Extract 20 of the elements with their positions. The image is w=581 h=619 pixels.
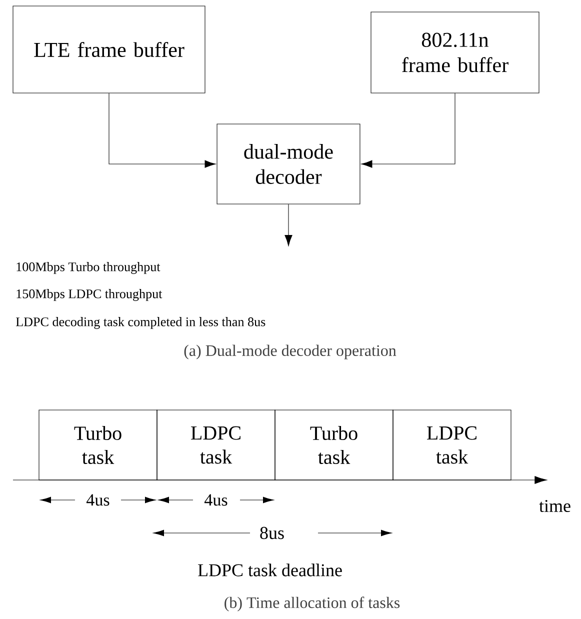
duration-label: 8us <box>260 526 284 540</box>
buffer-box: 802.11n frame buffer <box>370 12 540 94</box>
duration-label: 4us <box>86 494 110 506</box>
deadline-label: LDPC task deadline <box>198 564 342 576</box>
arrow <box>284 204 292 246</box>
arrow <box>361 93 456 168</box>
task-box: LDPC task <box>156 410 276 480</box>
task-box: Turbo task <box>274 410 394 480</box>
note-text: LDPC decoding task completed in less than 8us <box>16 317 266 329</box>
note-text: 100Mbps Turbo throughput <box>16 262 160 274</box>
arrow <box>108 92 216 168</box>
decoder-box: dual-mode decoder <box>216 124 360 204</box>
subcaption: (b) Time allocation of tasks <box>224 596 400 612</box>
task-box: LDPC task <box>392 410 512 480</box>
axis-label: time <box>539 500 570 512</box>
task-box: Turbo task <box>38 410 158 480</box>
duration-label: 4us <box>204 494 228 506</box>
buffer-box: LTE frame buffer <box>12 6 206 94</box>
note-text: 150Mbps LDPC throughput <box>16 289 162 301</box>
subcaption: (a) Dual-mode decoder operation <box>184 344 396 360</box>
